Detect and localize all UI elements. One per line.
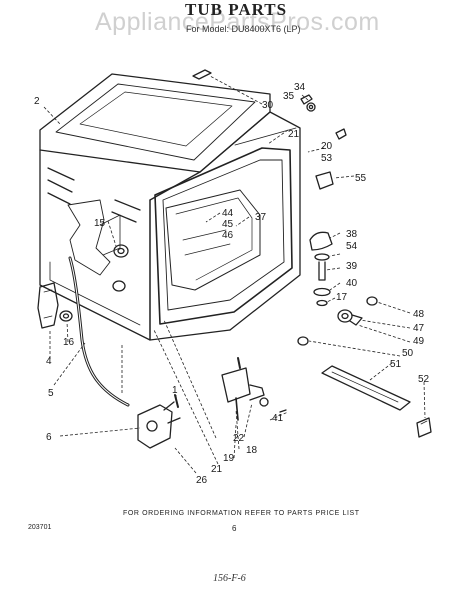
callout-35: 35	[283, 91, 295, 102]
part-4-bracket	[37, 282, 59, 329]
callout-16: 16	[63, 337, 75, 348]
page-number: 6	[232, 524, 237, 533]
document-number: 203701	[28, 524, 52, 531]
callout-39: 39	[346, 261, 358, 272]
callout-30: 30	[262, 100, 274, 111]
callout-6: 6	[46, 432, 52, 443]
callout-40: 40	[346, 278, 358, 289]
drain-hose-core	[69, 257, 129, 406]
callout-48: 48	[413, 309, 425, 320]
callout-51: 51	[390, 359, 402, 370]
handwritten-note: 156-F-6	[213, 573, 246, 584]
callout-53: 53	[321, 153, 333, 164]
part-51-rail	[321, 365, 411, 411]
tub-back	[199, 111, 301, 331]
page-title: TUB PARTS	[185, 0, 288, 19]
parts-20-53	[335, 128, 347, 140]
callout-15: 15	[94, 218, 106, 229]
callout-17: 17	[336, 292, 348, 303]
part-50-screw	[297, 336, 309, 346]
callout-labels: 34 35 30 2 21 20 53 55 15 44 45 46 37 38…	[34, 82, 430, 486]
tub-inner-rail	[165, 189, 261, 291]
part-55-clip	[315, 171, 334, 190]
fill-valve	[137, 394, 181, 449]
callout-54: 54	[346, 241, 358, 252]
callout-22: 22	[233, 433, 245, 444]
callout-19: 19	[223, 453, 235, 464]
callout-18: 18	[246, 445, 258, 456]
tub-top	[39, 73, 271, 173]
door-frame	[149, 127, 297, 341]
callout-55: 55	[355, 173, 367, 184]
ordering-note: FOR ORDERING INFORMATION REFER TO PARTS …	[123, 510, 360, 517]
parts-34-35	[300, 94, 316, 112]
callout-5: 5	[48, 388, 54, 399]
tub-mounts	[112, 244, 129, 292]
callout-41: 41	[272, 413, 284, 424]
watermark: AppliancePartsPros.com	[95, 8, 380, 36]
callout-4: 4	[46, 356, 52, 367]
callout-49: 49	[413, 336, 425, 347]
callout-21-top: 21	[288, 129, 300, 140]
callout-46: 46	[222, 230, 234, 241]
callout-45: 45	[222, 219, 234, 230]
callout-34: 34	[294, 82, 306, 93]
part-52-bracket	[416, 417, 432, 438]
callout-38: 38	[346, 229, 358, 240]
callout-21-bottom: 21	[211, 464, 223, 475]
part-30-fitting	[192, 69, 212, 80]
callout-47: 47	[413, 323, 425, 334]
callout-44: 44	[222, 208, 234, 219]
callout-2: 2	[34, 96, 40, 107]
callout-37: 37	[255, 212, 267, 223]
drain-pump	[221, 357, 287, 421]
model-line: For Model: DU8400XT6 (LP)	[186, 24, 301, 34]
part-16-grommet	[59, 310, 73, 322]
callout-52: 52	[418, 374, 430, 385]
callout-1: 1	[172, 385, 178, 396]
callout-50: 50	[402, 348, 414, 359]
callout-26: 26	[196, 475, 208, 486]
callout-20: 20	[321, 141, 333, 152]
roller-assembly	[337, 296, 378, 326]
side-cutout	[67, 199, 121, 276]
hub-stack	[309, 231, 333, 307]
leader-lines	[43, 75, 426, 474]
